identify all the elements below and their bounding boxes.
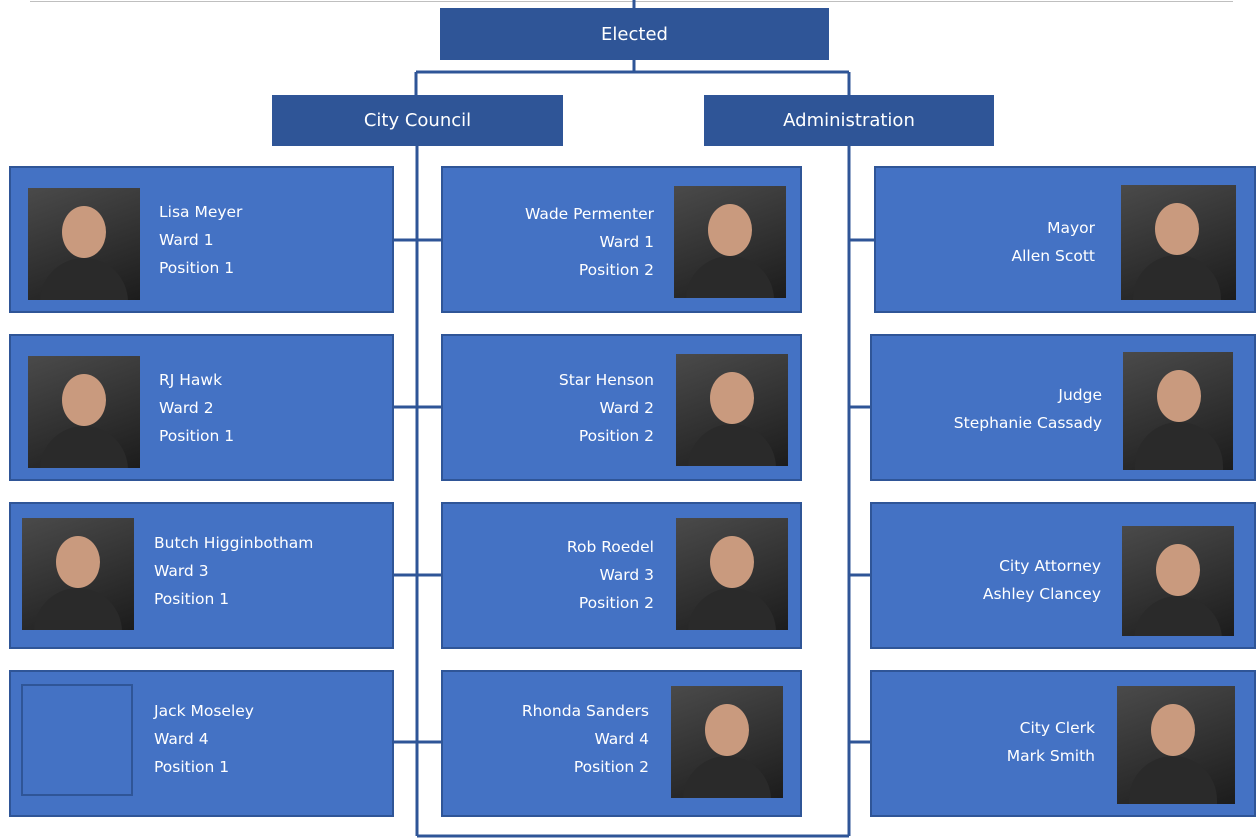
member-ward: Ward 3 bbox=[154, 562, 209, 580]
admin-role: Mayor bbox=[1047, 219, 1095, 237]
portrait-photo bbox=[671, 686, 783, 798]
portrait-photo bbox=[28, 188, 140, 300]
admin-card-city-clerk: City Clerk Mark Smith bbox=[870, 670, 1256, 817]
member-name: RJ Hawk bbox=[159, 371, 223, 389]
admin-role: City Attorney bbox=[999, 557, 1101, 575]
admin-name: Allen Scott bbox=[1011, 247, 1095, 265]
admin-role: City Clerk bbox=[1019, 719, 1095, 737]
member-ward: Ward 1 bbox=[599, 233, 654, 251]
admin-card-mayor: Mayor Allen Scott bbox=[874, 166, 1256, 313]
portrait-photo bbox=[676, 354, 788, 466]
portrait-placeholder bbox=[21, 684, 133, 796]
member-ward: Ward 3 bbox=[599, 566, 654, 584]
member-name: Lisa Meyer bbox=[159, 203, 243, 221]
member-position: Position 2 bbox=[578, 261, 654, 279]
member-name: Star Henson bbox=[558, 371, 654, 389]
member-position: Position 2 bbox=[578, 427, 654, 445]
council-card-wade-permenter: Wade Permenter Ward 1 Position 2 bbox=[441, 166, 802, 313]
council-card-rhonda-sanders: Rhonda Sanders Ward 4 Position 2 bbox=[441, 670, 802, 817]
portrait-photo bbox=[1121, 185, 1236, 300]
admin-role: Judge bbox=[1058, 386, 1102, 404]
member-ward: Ward 4 bbox=[154, 730, 209, 748]
member-ward: Ward 1 bbox=[159, 231, 214, 249]
admin-card-city-attorney: City Attorney Ashley Clancey bbox=[870, 502, 1256, 649]
member-name: Jack Moseley bbox=[154, 702, 254, 720]
portrait-photo bbox=[674, 186, 786, 298]
city-council-header: City Council bbox=[272, 95, 563, 146]
portrait-photo bbox=[1123, 352, 1233, 470]
member-name: Rhonda Sanders bbox=[521, 702, 649, 720]
council-card-rob-roedel: Rob Roedel Ward 3 Position 2 bbox=[441, 502, 802, 649]
portrait-photo bbox=[22, 518, 134, 630]
member-position: Position 2 bbox=[578, 594, 654, 612]
admin-card-judge: Judge Stephanie Cassady bbox=[870, 334, 1256, 481]
administration-header: Administration bbox=[704, 95, 994, 146]
admin-name: Ashley Clancey bbox=[982, 585, 1101, 603]
member-position: Position 1 bbox=[159, 259, 235, 277]
portrait-photo bbox=[1122, 526, 1234, 636]
member-position: Position 1 bbox=[154, 590, 230, 608]
member-name: Butch Higginbotham bbox=[154, 534, 314, 552]
council-card-jack-moseley: Jack Moseley Ward 4 Position 1 bbox=[9, 670, 394, 817]
council-card-star-henson: Star Henson Ward 2 Position 2 bbox=[441, 334, 802, 481]
member-position: Position 2 bbox=[573, 758, 649, 776]
member-ward: Ward 4 bbox=[594, 730, 649, 748]
member-name: Wade Permenter bbox=[524, 205, 654, 223]
member-position: Position 1 bbox=[154, 758, 230, 776]
member-name: Rob Roedel bbox=[566, 538, 654, 556]
portrait-photo bbox=[676, 518, 788, 630]
council-card-rj-hawk: RJ Hawk Ward 2 Position 1 bbox=[9, 334, 394, 481]
council-card-lisa-meyer: Lisa Meyer Ward 1 Position 1 bbox=[9, 166, 394, 313]
member-ward: Ward 2 bbox=[159, 399, 214, 417]
portrait-photo bbox=[1117, 686, 1235, 804]
admin-name: Mark Smith bbox=[1006, 747, 1095, 765]
council-card-butch-higginbotham: Butch Higginbotham Ward 3 Position 1 bbox=[9, 502, 394, 649]
member-ward: Ward 2 bbox=[599, 399, 654, 417]
elected-header: Elected bbox=[440, 8, 829, 60]
member-position: Position 1 bbox=[159, 427, 235, 445]
admin-name: Stephanie Cassady bbox=[953, 414, 1102, 432]
portrait-photo bbox=[28, 356, 140, 468]
